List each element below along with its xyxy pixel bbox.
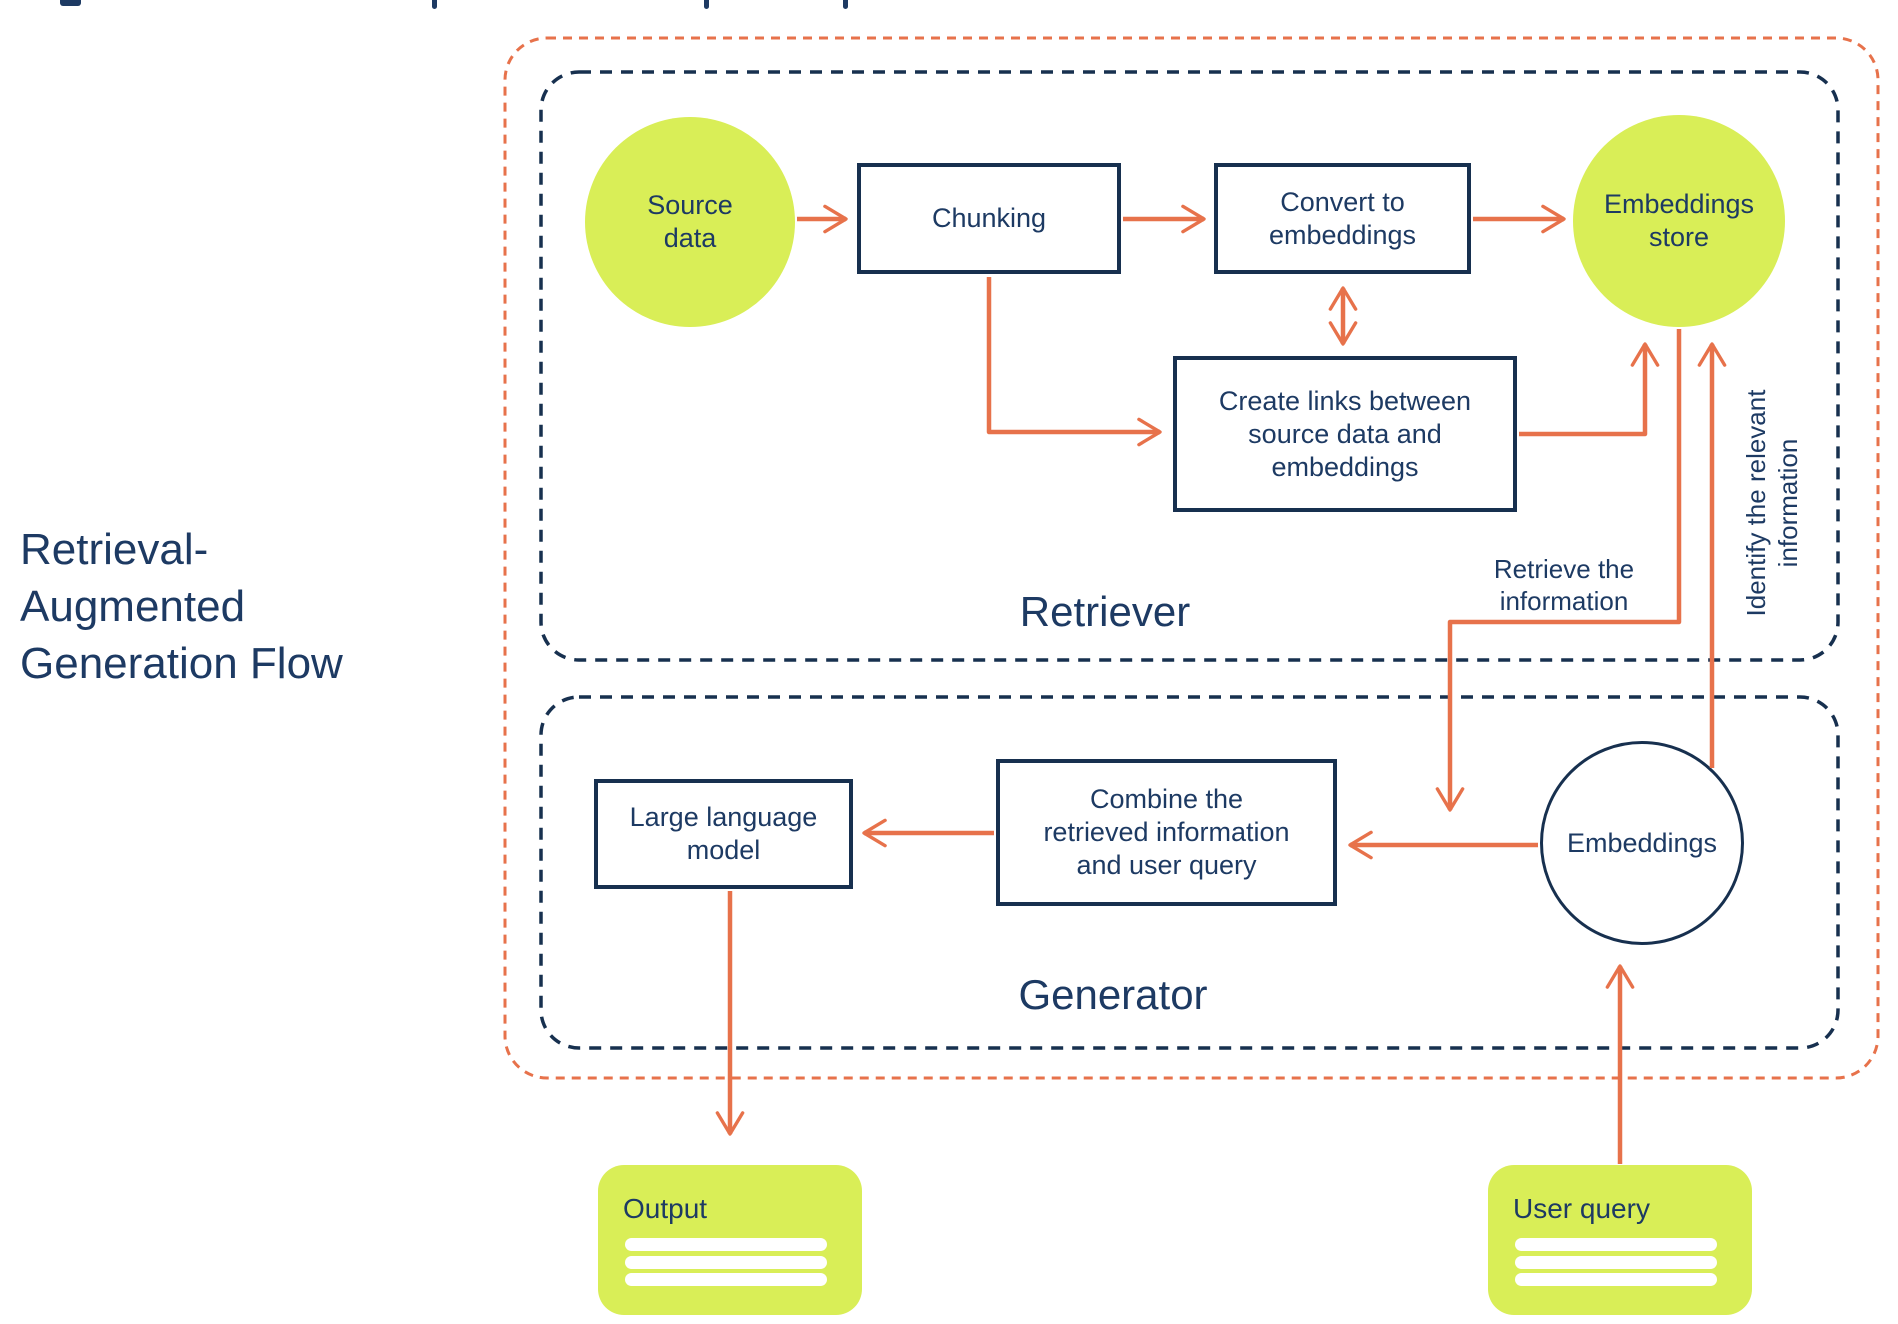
arrow-chunking-to-create-links	[986, 277, 1162, 447]
placeholder-text-bar	[625, 1273, 827, 1286]
figure-title: Retrieval- Augmented Generation Flow	[20, 525, 343, 688]
large-language-model-node: Large language model	[594, 779, 853, 889]
placeholder-text-bar	[1515, 1273, 1717, 1286]
output-card: Output	[598, 1165, 862, 1315]
create-links-node: Create links between source data and emb…	[1173, 356, 1517, 512]
user-query-card: User query	[1488, 1165, 1752, 1315]
retriever-section-label: Retriever	[1019, 588, 1191, 635]
output-card-title: Output	[623, 1193, 708, 1224]
convert-to-embeddings-node: Convert to embeddings	[1214, 163, 1471, 274]
cropped-text-fragment	[60, 0, 81, 6]
retrieve-information-label: Retrieve the information	[1493, 554, 1635, 616]
embeddings-node: Embeddings	[1540, 741, 1744, 945]
placeholder-text-bar	[625, 1238, 827, 1251]
placeholder-text-bar	[1515, 1238, 1717, 1251]
identify-relevant-information-label: Identify the relevant information	[1741, 389, 1803, 617]
placeholder-text-bar	[1515, 1256, 1717, 1269]
cropped-text-fragment	[432, 0, 437, 9]
combine-node: Combine the retrieved information and us…	[996, 759, 1337, 906]
embeddings-store-node: Embeddings store	[1573, 115, 1785, 327]
source-data-node: Source data	[585, 117, 795, 327]
user-query-card-title: User query	[1513, 1193, 1650, 1224]
arrow-create-links-to-store	[1519, 342, 1660, 437]
placeholder-text-bar	[625, 1256, 827, 1269]
chunking-node: Chunking	[857, 163, 1121, 274]
generator-section-label: Generator	[1018, 971, 1208, 1018]
cropped-text-fragment	[843, 0, 848, 9]
cropped-text-fragment	[704, 0, 709, 9]
